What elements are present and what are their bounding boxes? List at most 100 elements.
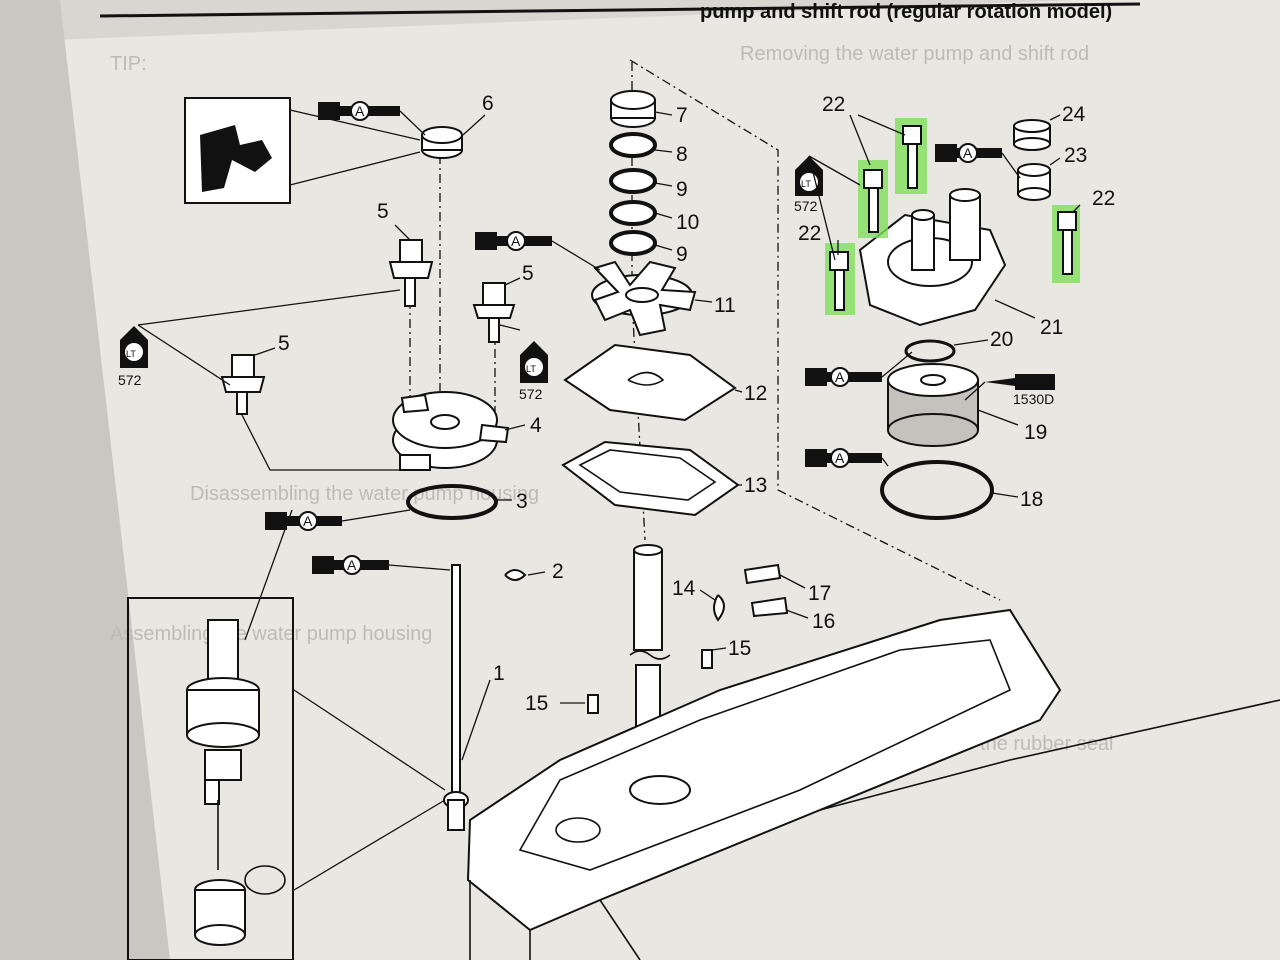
grease-symbol-18: A — [805, 448, 882, 468]
part-22-bolt-d — [1057, 211, 1077, 275]
part-16-pad — [750, 596, 789, 618]
svg-text:572: 572 — [519, 386, 543, 402]
callout-21: 21 — [1040, 316, 1063, 339]
part-4-cover — [392, 391, 510, 471]
part-19-cartridge — [887, 363, 979, 447]
svg-text:LT: LT — [126, 349, 136, 359]
svg-text:A: A — [835, 369, 845, 385]
callout-3: 3 — [516, 490, 528, 513]
svg-text:A: A — [511, 233, 521, 249]
lower-casing — [466, 608, 1280, 960]
callout-11: 11 — [714, 294, 736, 317]
part-20-o-ring — [904, 339, 956, 363]
part-22-bolt-b — [863, 169, 883, 233]
grease-leaders — [341, 110, 1021, 571]
locktite-symbol-left: LT 572 — [118, 326, 148, 388]
ghost-text-3: Assembling the water pump housing — [110, 623, 432, 645]
part-9-ring-b — [609, 230, 657, 256]
grease-symbol-23: A — [935, 143, 1002, 163]
leader-12 — [734, 389, 743, 393]
part-6-seal — [421, 126, 463, 159]
part-18-o-ring — [880, 460, 994, 520]
svg-text:A: A — [303, 513, 313, 529]
svg-text:LT: LT — [526, 364, 536, 374]
grease-symbol-1: A — [312, 555, 389, 575]
part-11-impeller — [591, 260, 697, 337]
grease-symbol-6: A — [318, 101, 400, 121]
callout-22b: 22 — [798, 222, 821, 245]
header-title: pump and shift rod (regular rotation mod… — [700, 1, 1112, 23]
sealant-leader — [964, 381, 986, 401]
grease-symbol-11: A — [475, 231, 552, 251]
callout-10: 10 — [676, 211, 699, 234]
callout-8: 8 — [676, 143, 688, 166]
locktite-leaders — [808, 155, 861, 261]
callout-20: 20 — [990, 328, 1013, 351]
callout-16: 16 — [812, 610, 835, 633]
callout-23: 23 — [1064, 144, 1087, 167]
callout-19: 19 — [1024, 421, 1047, 444]
leaders-23-24 — [1049, 114, 1061, 166]
sealant-symbol-19: 1530D — [985, 374, 1055, 407]
callout-5c: 5 — [278, 332, 290, 355]
part-5-bolt-b — [472, 282, 516, 343]
callout-5a: 5 — [377, 200, 389, 223]
leader-2 — [527, 571, 546, 576]
bracket-line — [244, 509, 293, 641]
leader-11 — [694, 299, 713, 303]
inset-leader — [289, 109, 421, 186]
part-22-bolt-a — [902, 125, 922, 189]
header-rule — [99, 2, 1141, 18]
callout-4: 4 — [530, 414, 542, 437]
callout-12: 12 — [744, 382, 767, 405]
part-23-collar — [1017, 163, 1051, 201]
part-5-bolt-c — [220, 354, 266, 415]
svg-text:A: A — [355, 103, 365, 119]
part-12-outer-plate — [563, 343, 737, 422]
callout-9b: 9 — [676, 243, 688, 266]
ghost-text-2: Disassembling the water pump housing — [190, 483, 539, 505]
leader-19 — [977, 409, 1019, 426]
part-14-key — [713, 594, 725, 622]
callout-9a: 9 — [676, 178, 688, 201]
callout-1: 1 — [493, 662, 505, 685]
svg-text:A: A — [963, 145, 973, 161]
part-8-ring — [609, 132, 657, 158]
leader-20 — [953, 339, 989, 346]
callout-6: 6 — [482, 92, 494, 115]
svg-text:572: 572 — [118, 372, 142, 388]
svg-text:A: A — [347, 557, 357, 573]
locktite-symbol-right: LT 572 — [794, 156, 823, 214]
callout-18: 18 — [1020, 488, 1043, 511]
callout-15b: 15 — [525, 692, 548, 715]
part-9-ring-a — [609, 168, 657, 194]
grease-symbol-3: A — [265, 511, 342, 531]
part-1-shift-rod — [293, 564, 491, 891]
ghost-text-1: Removing the water pump and shift rod — [740, 43, 1089, 65]
inset-shift-rod-box — [127, 597, 294, 960]
leader-18 — [991, 492, 1019, 498]
callout-24: 24 — [1062, 103, 1086, 126]
locktite-symbol-center: LT 572 — [519, 341, 548, 402]
part-7-insert — [610, 90, 656, 128]
leaders-5 — [137, 224, 521, 471]
callout-13: 13 — [744, 474, 767, 497]
leader-21 — [994, 299, 1036, 319]
leaders-7-10 — [654, 111, 673, 251]
grease-symbol-20: A — [805, 367, 882, 387]
leader-6 — [462, 114, 486, 136]
callout-14: 14 — [672, 577, 696, 600]
shift-rod-detail — [186, 619, 286, 946]
part-24-seal — [1013, 119, 1051, 151]
leader-14 — [699, 589, 716, 601]
svg-text:572: 572 — [794, 198, 818, 214]
part-5-bolt-a — [388, 239, 434, 307]
part-21-pump-housing — [858, 188, 1007, 327]
assembly-line-right — [629, 59, 1001, 601]
part-17-pad — [743, 563, 782, 585]
part-15-pin-b — [587, 694, 599, 714]
svg-text:LT: LT — [801, 179, 811, 189]
leaders-22 — [837, 114, 1081, 255]
part-10-ring — [609, 200, 657, 226]
